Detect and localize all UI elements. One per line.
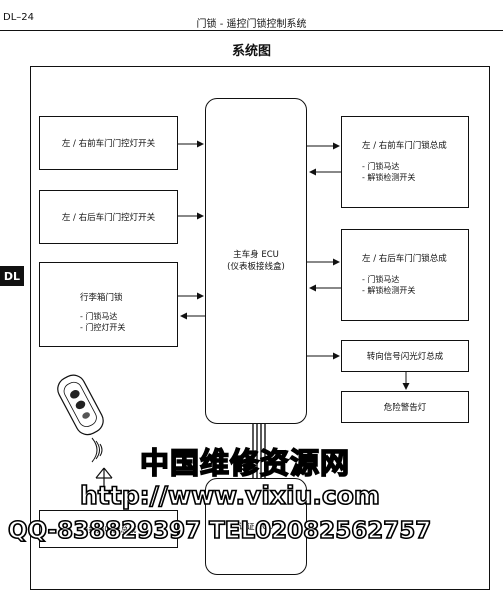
turn-signal-flasher-box: 转向信号闪光灯总成 bbox=[341, 340, 469, 372]
door-control-receiver-box: 遥控接收器总成 bbox=[39, 510, 178, 548]
rear-door-courtesy-switch-label: 左 / 右后车门门控灯开关 bbox=[61, 213, 156, 223]
header-rule bbox=[0, 30, 503, 31]
diagram-title: 系统图 bbox=[231, 44, 271, 59]
rear-door-lock-item: - 门锁马达 bbox=[362, 275, 400, 284]
ecu-name: 主车身 ECU bbox=[233, 250, 279, 260]
watermark-url: http://www.vixiu.com bbox=[79, 480, 381, 511]
rear-door-lock-assembly-box: 左 / 右后车门门锁总成 - 门锁马达 - 解锁检测开关 bbox=[341, 229, 469, 321]
trunk-lock-item: - 门控灯开关 bbox=[80, 323, 126, 332]
front-door-courtesy-switch-box: 左 / 右前车门门控灯开关 bbox=[39, 116, 178, 170]
hazard-warning-light-label: 危险警告灯 bbox=[383, 403, 427, 413]
bus-wires bbox=[252, 424, 266, 478]
front-door-lock-title: 左 / 右前车门门锁总成 bbox=[362, 141, 447, 151]
page-code: DL–24 bbox=[3, 12, 34, 23]
front-door-lock-item: - 门锁马达 bbox=[362, 162, 400, 171]
turn-signal-flasher-label: 转向信号闪光灯总成 bbox=[366, 352, 444, 362]
watermark-contact: QQ-838829397 TEL02082562757 bbox=[7, 517, 432, 545]
rear-door-lock-title: 左 / 右后车门门锁总成 bbox=[362, 254, 447, 264]
ecu-location: (仪表板接线盒) bbox=[227, 262, 285, 272]
front-door-courtesy-switch-label: 左 / 右前车门门控灯开关 bbox=[61, 139, 156, 149]
certification-ecu-box: 认证 ECU bbox=[205, 478, 307, 575]
rear-door-courtesy-switch-box: 左 / 右后车门门控灯开关 bbox=[39, 190, 178, 244]
trunk-lock-title: 行李箱门锁 bbox=[80, 293, 123, 303]
trunk-lock-item: - 门锁马达 bbox=[80, 312, 118, 321]
front-door-lock-assembly-box: 左 / 右前车门门锁总成 - 门锁马达 - 解锁检测开关 bbox=[341, 116, 469, 208]
rear-door-lock-item: - 解锁检测开关 bbox=[362, 286, 416, 295]
side-tab-dl: DL bbox=[0, 266, 24, 286]
door-control-receiver-label: 遥控接收器总成 bbox=[80, 524, 137, 534]
certification-ecu-label: 认证 ECU bbox=[238, 522, 274, 531]
trunk-lock-box: 行李箱门锁 - 门锁马达 - 门控灯开关 bbox=[39, 262, 178, 347]
watermark-site-name: 中国维修资源网 bbox=[139, 445, 351, 481]
front-door-lock-item: - 解锁检测开关 bbox=[362, 173, 416, 182]
hazard-warning-light-box: 危险警告灯 bbox=[341, 391, 469, 423]
section-title: 门锁 - 遥控门锁控制系统 bbox=[196, 19, 307, 30]
main-body-ecu-box: 主车身 ECU (仪表板接线盒) bbox=[205, 98, 307, 424]
